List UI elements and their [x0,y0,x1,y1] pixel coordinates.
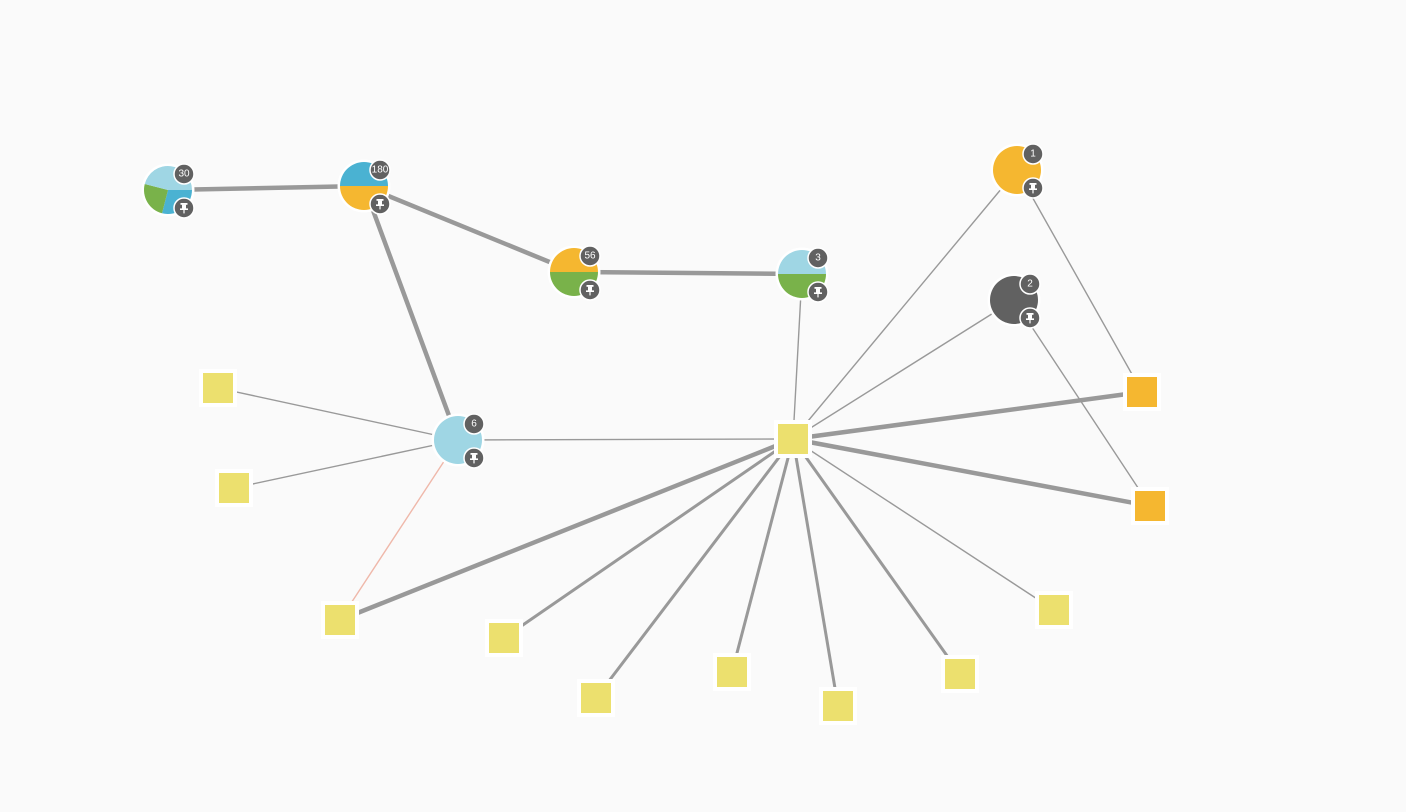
pin-icon[interactable] [369,193,391,215]
count-label: 56 [584,251,596,262]
edge-hub-sqE [594,437,795,700]
count-label: 6 [471,419,477,430]
count-badge [807,247,829,269]
square-node[interactable] [819,687,857,725]
edge-n6-hub [457,438,794,441]
count-label: 3 [815,253,821,264]
edge-hub-sqH [791,437,962,676]
edge-hub-sqD [502,437,795,640]
circle-node-n6[interactable]: 6 [431,413,485,469]
square-node[interactable] [577,679,615,717]
count-badge [579,245,601,267]
edge-hub-sqC [337,436,796,623]
count-badge [369,159,391,181]
edge-n30-n180 [165,183,367,193]
pin-icon[interactable] [579,279,601,301]
count-label: 1 [1030,149,1036,160]
edge-hub-sqI [792,438,1055,611]
edge-n2-sqK [1013,299,1151,507]
pin-icon[interactable] [807,281,829,303]
count-badge [173,163,195,185]
square-node[interactable] [485,619,523,657]
square-node[interactable] [215,469,253,507]
count-badge [1019,273,1041,295]
circle-node-n2[interactable]: 2 [987,273,1041,329]
count-badge [463,413,485,435]
count-label: 30 [178,169,190,180]
edge-n6-sqC [339,439,459,621]
edge-n1-sqJ [1016,169,1143,393]
hub-square-node[interactable] [774,420,812,458]
square-node[interactable] [199,369,237,407]
edge-hub-sqK [790,436,1153,509]
edge-n6-sqB [233,439,459,489]
edge-hub-sqG [791,437,840,708]
square-node-layer [199,369,1169,725]
edge-n6-sqA [217,387,459,441]
edge-n180-n56 [361,183,577,275]
square-node[interactable] [713,653,751,691]
pin-icon[interactable] [173,197,195,219]
edge-n3-hub [792,273,803,440]
pin-icon[interactable] [1019,307,1041,329]
circle-node-n30[interactable]: 30 [141,163,195,219]
circle-node-n3[interactable]: 3 [775,247,829,303]
square-node[interactable] [1131,487,1169,525]
circle-node-layer: 30 180 56 3 6 1 2 [141,143,1044,469]
pin-icon[interactable] [1022,177,1044,199]
square-node[interactable] [1035,591,1073,629]
circle-node-n56[interactable]: 56 [547,245,601,301]
count-badge [1022,143,1044,165]
count-label: 180 [372,165,389,176]
edge-hub-n1 [792,169,1018,440]
edge-n180-n6 [361,183,461,443]
pin-icon[interactable] [463,447,485,469]
square-node[interactable] [1123,373,1161,411]
square-node[interactable] [941,655,979,693]
edge-hub-n2 [792,299,1015,440]
circle-node-n1[interactable]: 1 [990,143,1044,199]
count-label: 2 [1027,279,1033,290]
edge-hub-sqJ [790,389,1145,442]
square-node[interactable] [321,601,359,639]
edge-hub-sqF [730,437,795,674]
pie-slice [144,184,168,214]
circle-node-n180[interactable]: 180 [337,159,391,215]
edge-n56-n3 [571,269,805,277]
edge-layer [165,169,1153,708]
